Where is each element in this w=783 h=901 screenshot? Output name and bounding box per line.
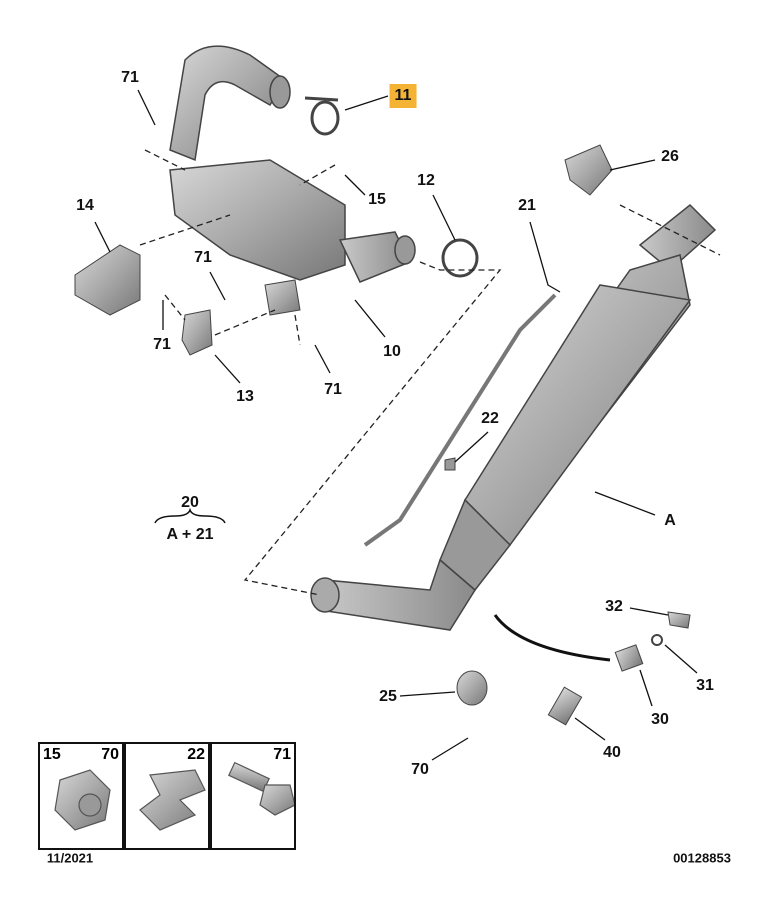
brace-20 <box>154 507 226 524</box>
callout-11-highlighted[interactable]: 11 <box>389 84 417 108</box>
muffler-a <box>310 203 717 631</box>
callout-10[interactable]: 10 <box>383 343 401 360</box>
sensor-pipe-21 <box>363 293 557 547</box>
clamp-11 <box>304 96 340 136</box>
bracket-13 <box>181 309 213 356</box>
leader-lines <box>94 89 698 761</box>
callout-71[interactable]: 71 <box>194 249 212 266</box>
rubber-mount-25 <box>456 670 488 706</box>
callout-40[interactable]: 40 <box>603 744 621 761</box>
legend-icons <box>54 761 296 831</box>
sensor-cable <box>493 614 611 662</box>
bracket-14 <box>74 244 141 316</box>
clip-32 <box>667 611 691 629</box>
footer-date: 11/2021 <box>46 850 94 866</box>
callout-12[interactable]: 12 <box>417 172 435 189</box>
legend-label-71: 71 <box>273 746 291 763</box>
callout-70[interactable]: 70 <box>411 761 429 778</box>
callout-25[interactable]: 25 <box>379 688 397 705</box>
callout-a[interactable]: A <box>664 512 676 529</box>
legend-box-clip: 22 <box>124 742 210 850</box>
seal-31 <box>651 634 663 646</box>
callout-14[interactable]: 14 <box>76 197 94 214</box>
footer-reference: 00128853 <box>673 850 731 866</box>
sleeve-40 <box>547 686 583 726</box>
callout-26[interactable]: 26 <box>661 148 679 165</box>
callout-71[interactable]: 71 <box>121 69 139 86</box>
callout-31[interactable]: 31 <box>696 677 714 694</box>
catalytic-converter <box>169 159 416 283</box>
legend-label-22: 22 <box>187 746 205 763</box>
callout-30[interactable]: 30 <box>651 711 669 728</box>
legend-label-15: 15 <box>43 746 61 763</box>
callout-21[interactable]: 21 <box>518 197 536 214</box>
sensor-30 <box>614 644 644 672</box>
callout-a-plus-21[interactable]: A + 21 <box>166 526 214 543</box>
callout-32[interactable]: 32 <box>605 598 623 615</box>
callout-22[interactable]: 22 <box>481 410 499 427</box>
callout-71[interactable]: 71 <box>324 381 342 398</box>
legend-label-70: 70 <box>101 746 119 763</box>
callout-20[interactable]: 20 <box>181 494 199 511</box>
upstream-elbow-pipe <box>169 45 291 162</box>
dashed-assembly-lines <box>139 149 721 596</box>
callout-13[interactable]: 13 <box>236 388 254 405</box>
callout-71[interactable]: 71 <box>153 336 171 353</box>
clamp-12 <box>441 238 479 278</box>
legend-box-nut: 15 70 <box>38 742 124 850</box>
legend-box-bolt: 71 <box>210 742 296 850</box>
hanger-26 <box>564 144 613 196</box>
callout-15[interactable]: 15 <box>368 191 386 208</box>
